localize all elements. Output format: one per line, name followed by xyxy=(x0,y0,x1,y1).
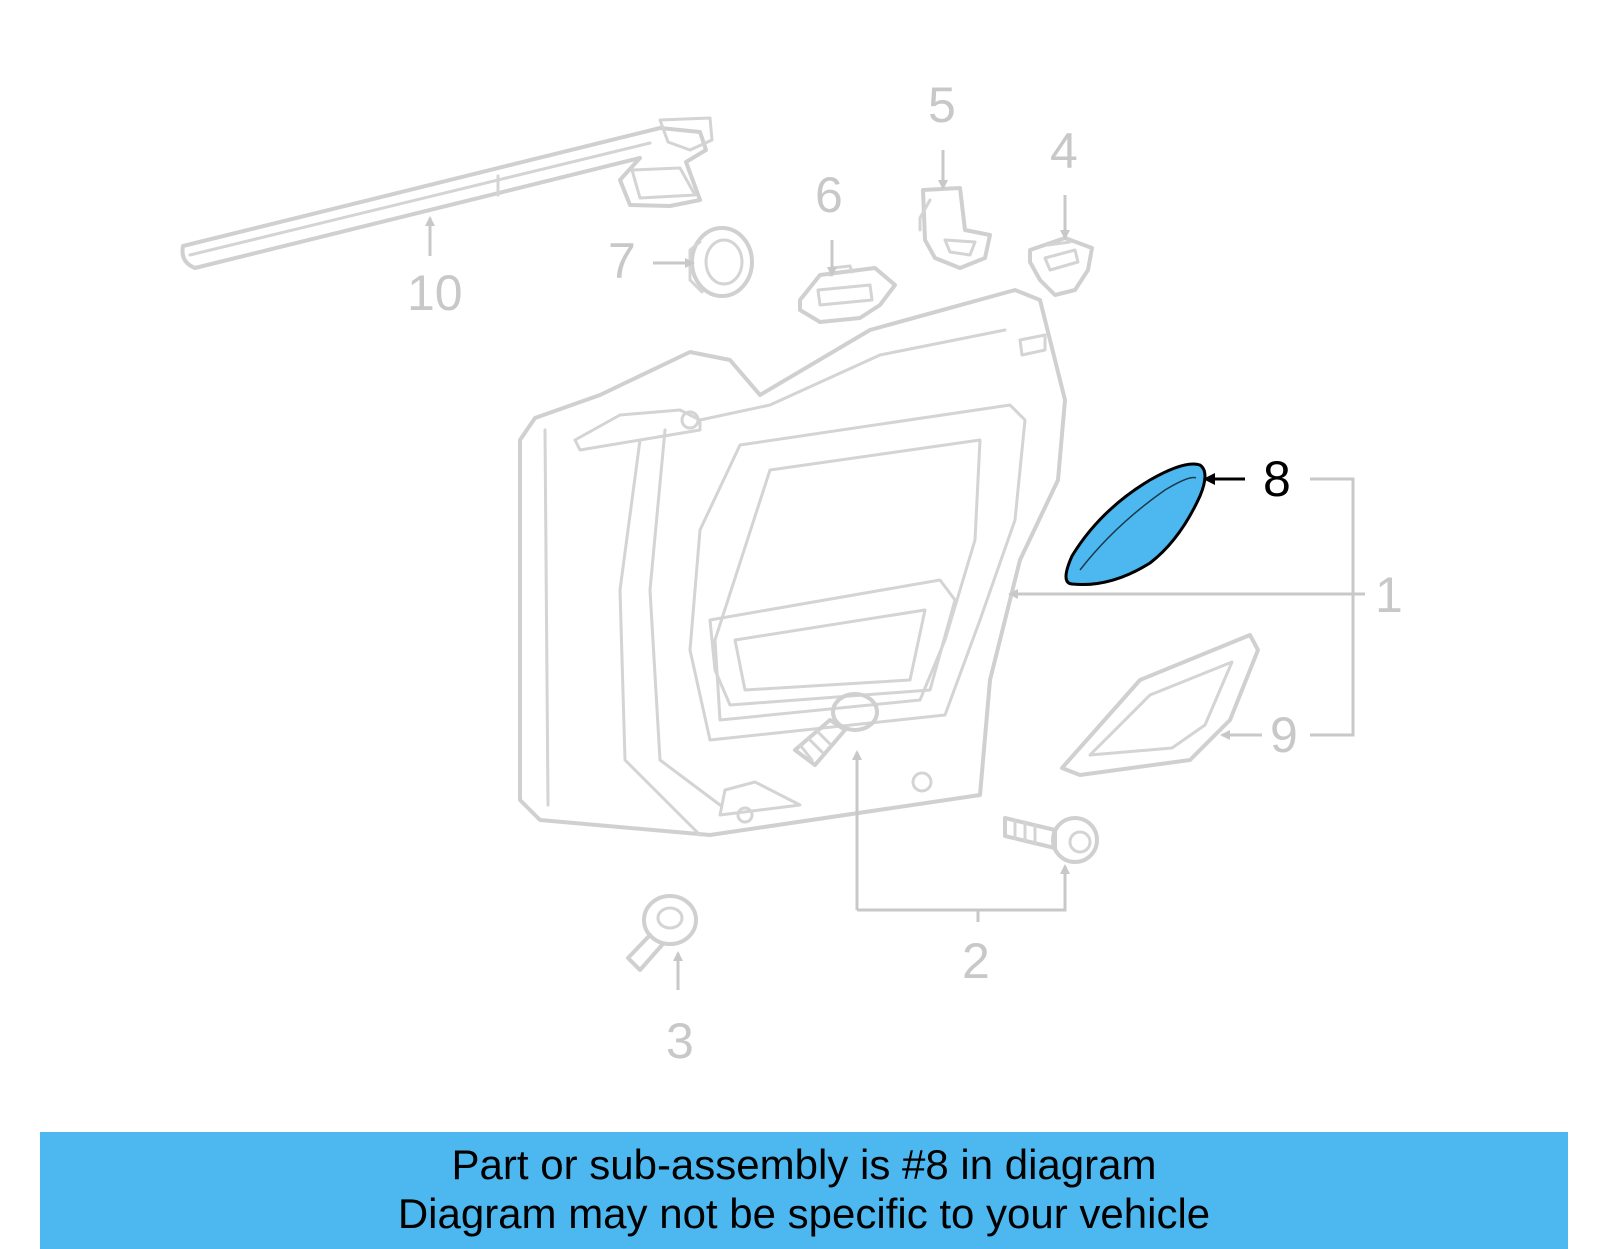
part-2-bolt-lower[interactable] xyxy=(1003,816,1099,864)
part-4-clip[interactable] xyxy=(1028,236,1094,297)
banner-line-1: Part or sub-assembly is #8 in diagram xyxy=(451,1141,1157,1188)
part-6-clip[interactable] xyxy=(798,264,897,324)
part-10-weatherstrip[interactable] xyxy=(180,116,714,270)
callout-9: 9 xyxy=(1270,707,1298,763)
info-banner: Part or sub-assembly is #8 in diagram Di… xyxy=(40,1132,1568,1249)
parts-diagram: 10 7 6 5 4 8 1 9 2 3 xyxy=(180,77,1403,1069)
callout-7: 7 xyxy=(608,233,636,289)
callout-8: 8 xyxy=(1263,451,1291,507)
callout-5: 5 xyxy=(928,77,956,133)
callout-10: 10 xyxy=(407,265,463,321)
part-9-trim-insert[interactable] xyxy=(1060,633,1260,777)
part-3-push-pin[interactable] xyxy=(626,894,698,972)
part-1-quarter-trim-panel[interactable] xyxy=(518,288,1067,837)
part-5-retainer-clip[interactable] xyxy=(918,186,992,270)
callout-2: 2 xyxy=(962,933,990,989)
part-2-bolt-upper[interactable] xyxy=(793,692,879,767)
leader-lines xyxy=(425,150,1365,990)
callout-1: 1 xyxy=(1375,567,1403,623)
callout-labels: 10 7 6 5 4 8 1 9 2 3 xyxy=(407,77,1403,1069)
banner-line-2: Diagram may not be specific to your vehi… xyxy=(397,1190,1211,1237)
callout-6: 6 xyxy=(815,167,843,223)
part-7-grommet[interactable] xyxy=(688,226,754,298)
callout-4: 4 xyxy=(1050,123,1078,179)
callout-3: 3 xyxy=(666,1013,694,1069)
part-8-highlighted-trim[interactable] xyxy=(1064,462,1207,587)
